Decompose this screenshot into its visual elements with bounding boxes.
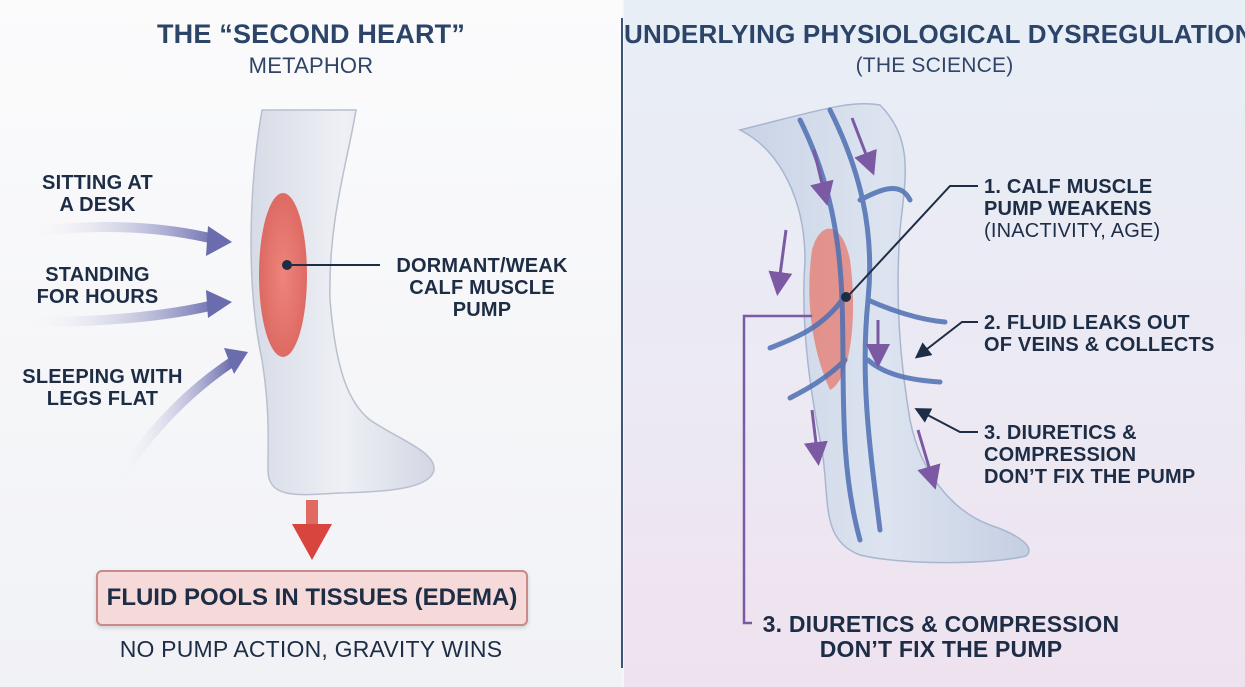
left-leg-shape	[250, 109, 435, 496]
flow-arrows	[768, 117, 941, 490]
result-caption: NO PUMP ACTION, GRAVITY WINS	[119, 636, 503, 662]
panel-divider	[621, 18, 623, 668]
right-leg-shape	[737, 102, 1030, 564]
edema-result-text: FLUID POOLS IN TISSUES (EDEMA)	[106, 584, 518, 611]
edema-result-box: FLUID POOLS IN TISSUES (EDEMA)	[96, 570, 528, 626]
point-1: 1. CALF MUSCLE PUMP WEAKENS (INACTIVITY,…	[984, 176, 1161, 242]
point-3: 3. DIURETICS & COMPRESSION DON’T FIX THE…	[984, 422, 1196, 488]
left-subtitle: METAPHOR	[248, 53, 374, 78]
left-title: THE “SECOND HEART”	[156, 19, 466, 49]
bottom-label: 3. DIURETICS & COMPRESSION DON’T FIX THE…	[762, 611, 1120, 663]
right-subtitle: (THE SCIENCE)	[855, 54, 1014, 77]
right-title: UNDERLYING PHYSIOLOGICAL DYSREGULATION	[624, 19, 1245, 49]
left-calf-muscle	[259, 193, 307, 357]
pump-label: DORMANT/WEAK CALF MUSCLE PUMP	[396, 255, 568, 321]
point-2: 2. FLUID LEAKS OUT OF VEINS & COLLECTS	[984, 312, 1215, 356]
